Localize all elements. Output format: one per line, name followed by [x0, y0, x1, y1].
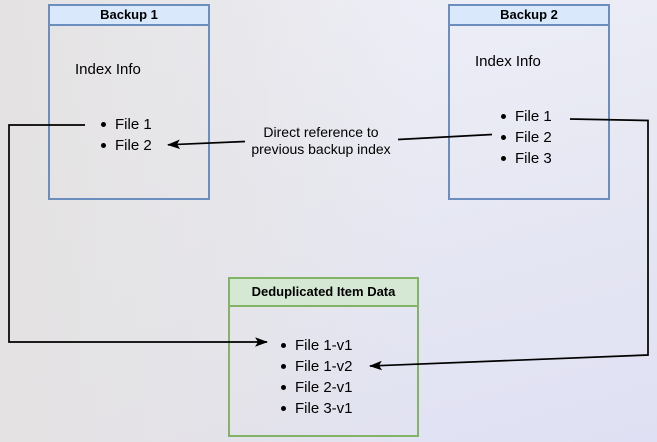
file-item: File 1-v2: [281, 356, 353, 377]
backup2-title: Backup 2: [450, 6, 608, 26]
file-item: File 1-v1: [281, 335, 353, 356]
backup1-subtitle: Index Info: [75, 61, 141, 78]
backup1-box: Backup 1 Index Info File 1 File 2: [48, 4, 210, 200]
file-item: File 1: [501, 106, 552, 127]
file-item: File 2-v1: [281, 377, 353, 398]
dedup-file-list: File 1-v1 File 1-v2 File 2-v1 File 3-v1: [281, 335, 353, 419]
file-item: File 3-v1: [281, 398, 353, 419]
backup1-title: Backup 1: [50, 6, 208, 26]
backup2-box: Backup 2 Index Info File 1 File 2 File 3: [448, 4, 610, 200]
backup2-file-list: File 1 File 2 File 3: [501, 106, 552, 169]
edge-label: Direct reference to previous backup inde…: [251, 124, 391, 157]
file-item: File 3: [501, 148, 552, 169]
file-item: File 1: [101, 114, 152, 135]
backup1-file-list: File 1 File 2: [101, 114, 152, 156]
backup2-subtitle: Index Info: [475, 53, 541, 70]
file-item: File 2: [101, 135, 152, 156]
dedup-title: Deduplicated Item Data: [230, 279, 417, 307]
deduplicated-item-data-box: Deduplicated Item Data File 1-v1 File 1-…: [228, 277, 419, 437]
file-item: File 2: [501, 127, 552, 148]
